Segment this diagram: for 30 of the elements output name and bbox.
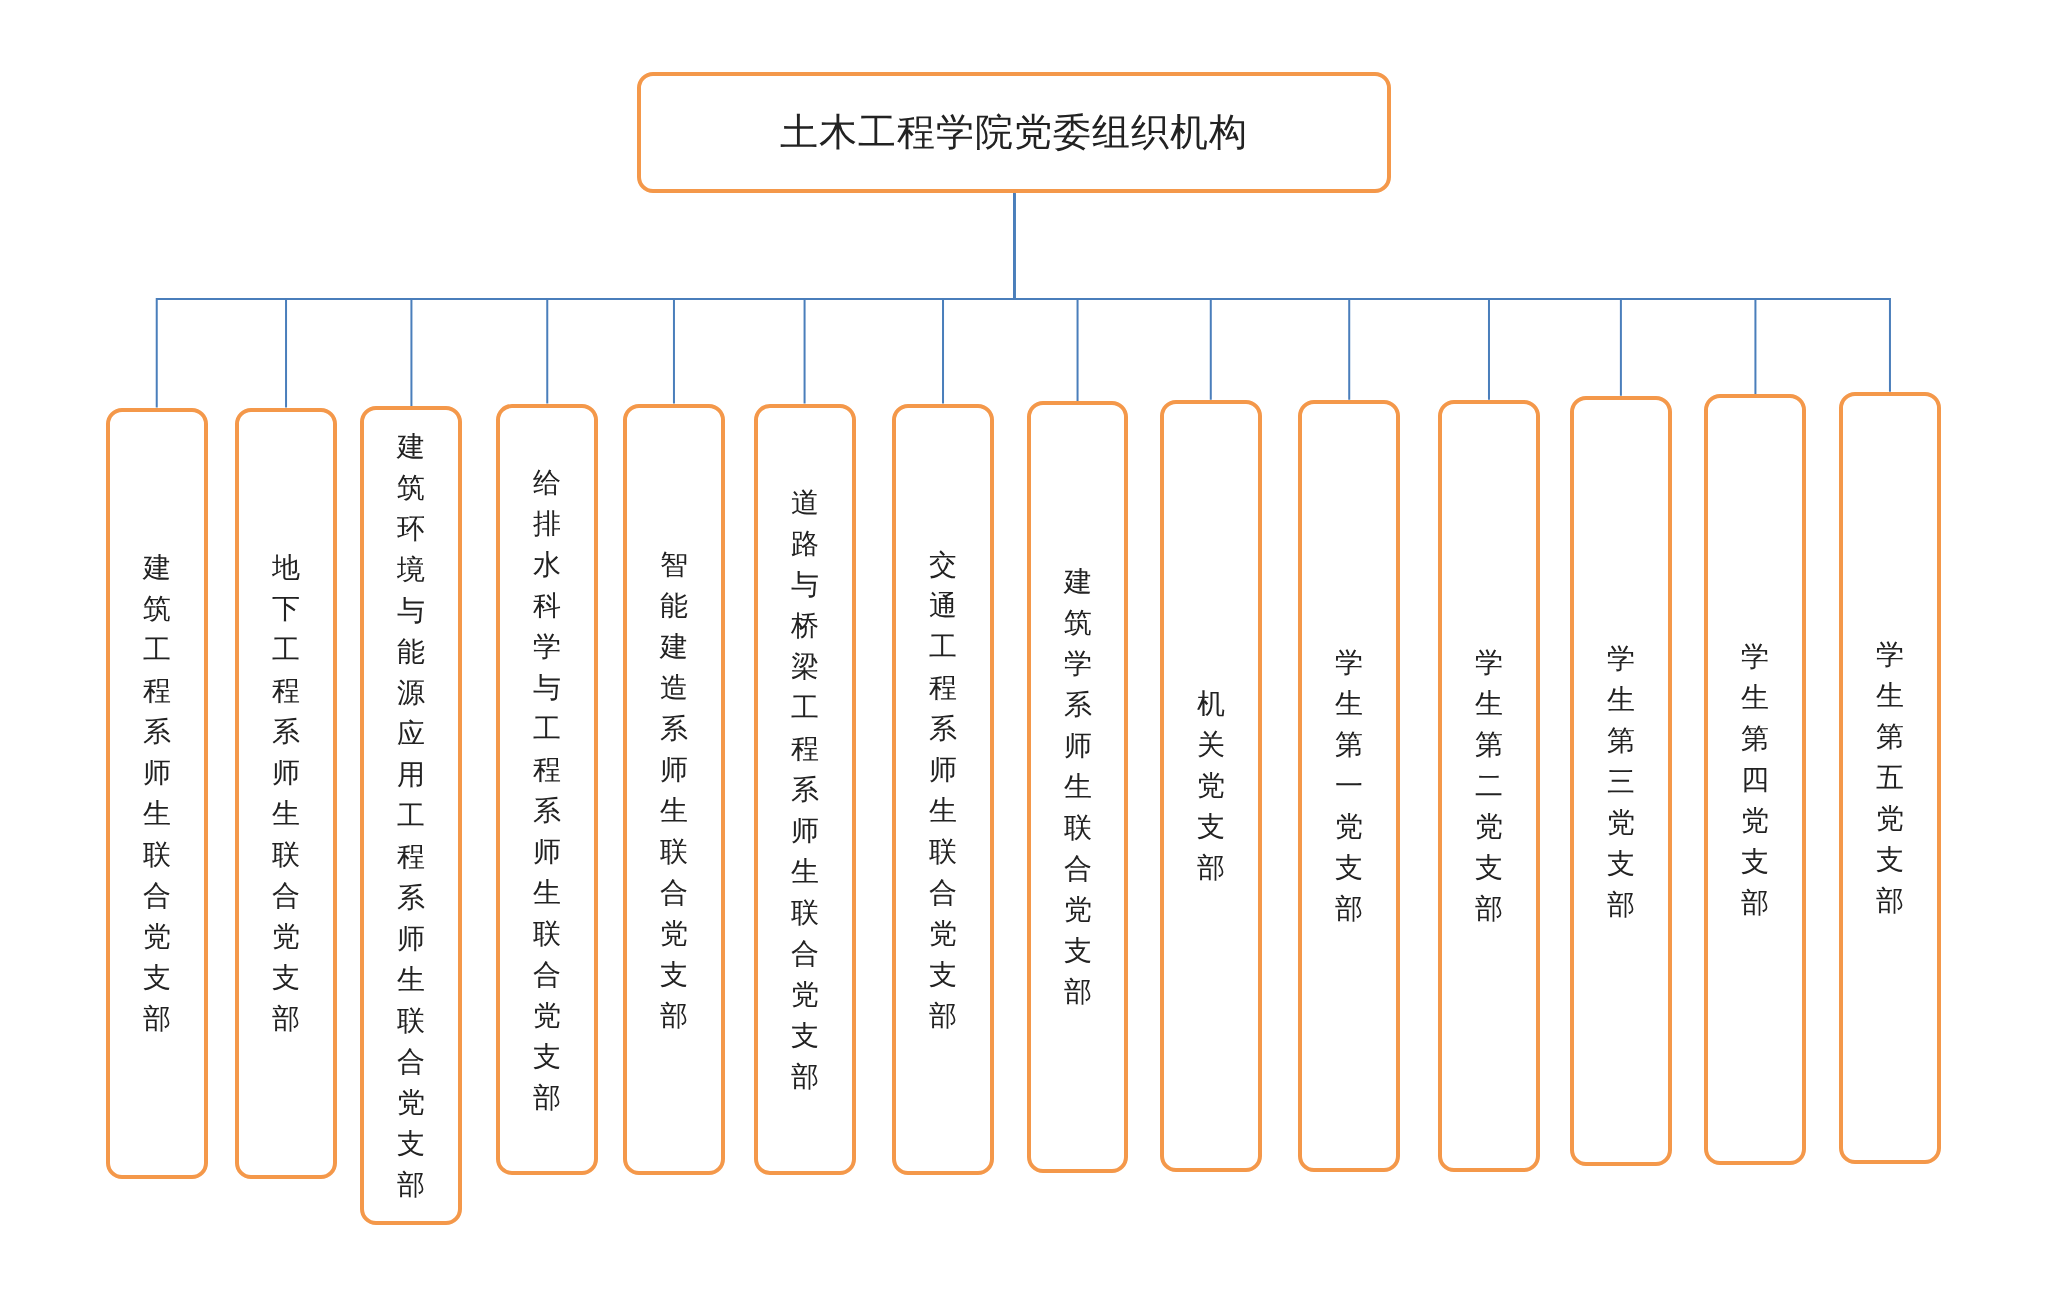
branch-box: [1438, 399, 1540, 1172]
branch-label: 学生第三党支部: [1605, 640, 1636, 923]
branch-label: 建筑环境与能源应用工程系师生联合党支部: [395, 429, 427, 1204]
branch-label: 交通工程系师生联合党支部: [928, 546, 958, 1034]
branch-box: [1159, 399, 1262, 1172]
branch-box: [1569, 395, 1672, 1167]
branch-label: 智能建造系师生联合党支部: [658, 546, 689, 1034]
branch-box: [235, 407, 337, 1180]
branch-box: [360, 406, 463, 1226]
branch-label: 地下工程系师生联合党支部: [271, 550, 302, 1038]
branch-label: 学生第二党支部: [1473, 645, 1504, 928]
title-text: 土木工程学院党委组织机构: [780, 109, 1249, 157]
branch-box: [892, 403, 994, 1176]
branch-box: [105, 407, 208, 1180]
title-box: [637, 71, 1391, 194]
branch-box: [1026, 400, 1129, 1173]
branch-label: 建筑学系师生联合党支部: [1062, 564, 1093, 1011]
branch-label: 道路与桥梁工程系师生联合党支部: [789, 485, 820, 1096]
branch-box: [1298, 399, 1401, 1172]
branch-label: 学生第五党支部: [1874, 637, 1905, 920]
branch-box: [1704, 394, 1807, 1166]
branch-label: 给排水科学与工程系师生联合党支部: [532, 464, 563, 1116]
branch-label: 建筑工程系师生联合党支部: [141, 550, 172, 1038]
branch-label: 学生第一党支部: [1334, 645, 1365, 928]
branch-label: 机关党支部: [1195, 686, 1226, 887]
branch-box: [1839, 391, 1941, 1164]
branch-label: 学生第四党支部: [1740, 639, 1771, 922]
branch-box: [753, 403, 856, 1176]
branch-box: [623, 403, 725, 1176]
branch-box: [496, 403, 599, 1176]
